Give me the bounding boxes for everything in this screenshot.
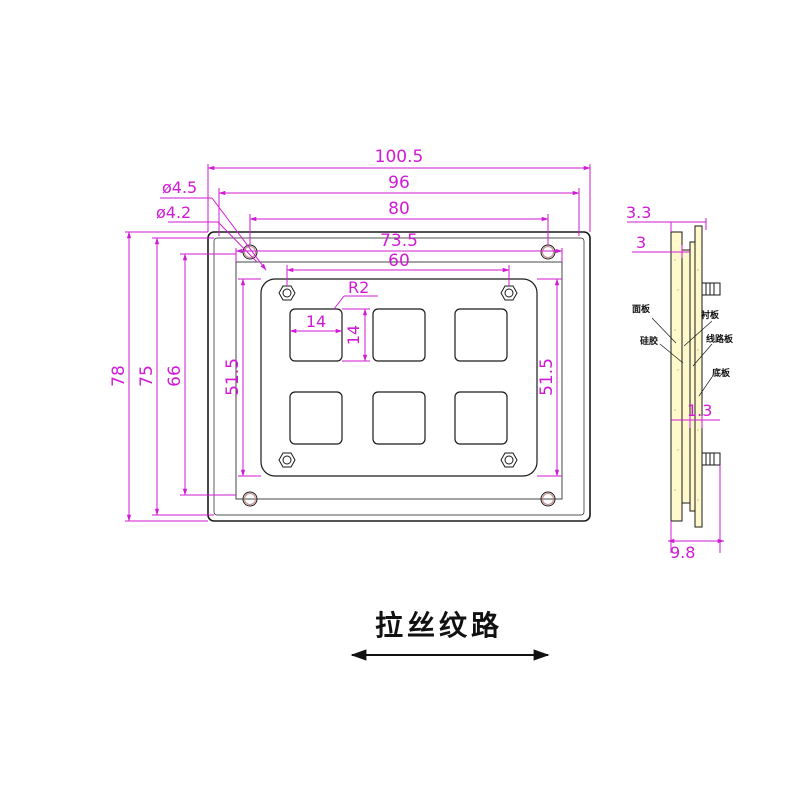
mounting-studs <box>701 282 721 466</box>
key-hole-1 <box>289 308 343 362</box>
mounting-hole-bl <box>242 491 258 507</box>
side-dimension-texts: 3.3 3 1.3 9.8 <box>626 203 712 562</box>
dim-3-3: 3.3 <box>626 203 651 222</box>
dim-14-h: 14 <box>344 325 363 345</box>
dim-1-3: 1.3 <box>687 401 712 420</box>
stud-top <box>701 282 721 296</box>
layer-liner-plate <box>681 249 691 504</box>
key-hole-4 <box>289 391 343 445</box>
leader-r2 <box>333 295 345 310</box>
window-outline <box>260 278 538 477</box>
key-hole-6 <box>454 391 508 445</box>
dimension-lines <box>125 164 591 522</box>
dim-66: 66 <box>165 365 185 387</box>
leader-hole-dia <box>211 197 267 271</box>
inner-panel-outline <box>235 261 563 500</box>
stud-bottom <box>701 452 721 466</box>
key-hole-2 <box>372 308 426 362</box>
layer-labels: 面板 衬板 硅胶 线路板 底板 <box>632 303 734 379</box>
label-face-panel: 面板 <box>632 303 651 315</box>
mounting-hole-br <box>540 491 556 507</box>
layer-circuit-board <box>689 241 696 512</box>
layer-face-panel <box>670 231 683 522</box>
hex-nut-br <box>500 452 518 468</box>
dim-96: 96 <box>388 173 410 193</box>
brushed-texture-caption: 拉丝纹路 <box>375 609 504 642</box>
dimension-texts: 100.5 96 80 73.5 60 R2 14 14 ø4.5 ø4.2 7… <box>109 147 557 396</box>
hex-nut-tr <box>500 285 518 301</box>
layer-base-plate <box>694 225 703 528</box>
label-liner-plate: 衬板 <box>701 309 720 321</box>
mounting-hole-tl <box>242 244 258 260</box>
dim-75: 75 <box>137 365 157 387</box>
dim-14-w: 14 <box>306 312 326 331</box>
hex-nut-bl <box>278 452 296 468</box>
dim-60: 60 <box>388 251 410 271</box>
hex-nuts <box>278 285 518 468</box>
dim-hole-outer: ø4.5 <box>162 178 197 197</box>
dim-51-5-right: 51.5 <box>537 358 557 396</box>
side-dimension-lines <box>627 218 725 553</box>
dim-73-5: 73.5 <box>380 231 418 251</box>
mounting-hole-tr <box>540 244 556 260</box>
key-hole-3 <box>454 308 508 362</box>
dim-78: 78 <box>109 365 129 387</box>
key-hole-5 <box>372 391 426 445</box>
key-holes <box>289 308 508 445</box>
label-circuit-board: 线路板 <box>706 333 734 345</box>
front-view: 100.5 96 80 73.5 60 R2 14 14 ø4.5 ø4.2 7… <box>109 147 591 522</box>
hex-nut-tl <box>278 285 296 301</box>
label-base-plate: 底板 <box>712 367 731 379</box>
dim-3: 3 <box>636 233 646 252</box>
outer-plate-outline <box>207 231 591 522</box>
side-view: 3.3 3 1.3 9.8 面板 衬板 硅胶 线路板 底板 <box>626 203 734 562</box>
layer-label-leaders <box>651 317 713 397</box>
dim-9-8: 9.8 <box>670 543 695 562</box>
dim-80: 80 <box>388 199 410 219</box>
dim-r2: R2 <box>348 278 369 297</box>
label-silicone: 硅胶 <box>640 335 658 347</box>
plate-inner-edge <box>213 237 585 516</box>
layer-pattern <box>674 259 699 501</box>
dim-100-5: 100.5 <box>375 147 424 167</box>
dim-51-5-left: 51.5 <box>223 358 243 396</box>
dim-hole-inner: ø4.2 <box>156 203 191 222</box>
